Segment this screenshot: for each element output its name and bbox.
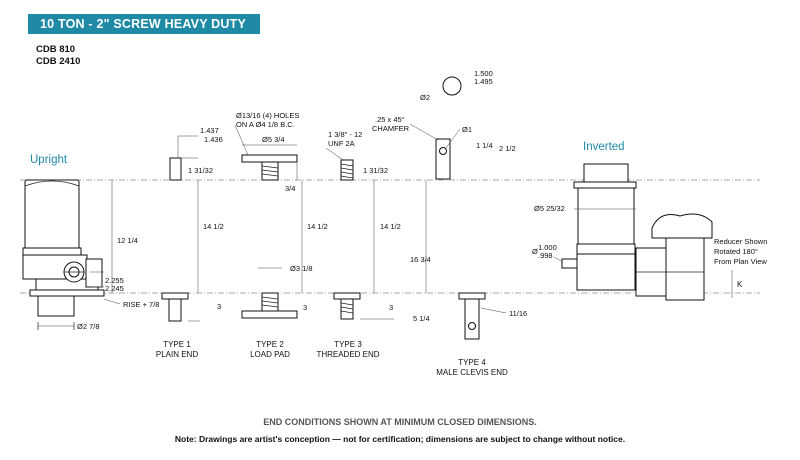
dim-shaft-dia-1: 1.000 (538, 243, 557, 252)
type2-name: LOAD PAD (250, 350, 290, 359)
type1-label: TYPE 1 (163, 340, 191, 349)
model-number-1: CDB 810 (36, 44, 76, 55)
dim-closed-16-3-4: 16 3/4 (410, 255, 431, 264)
dim-k: K (737, 280, 743, 289)
dim-base-2245: 2.245 (105, 284, 124, 293)
upright-view-title: Upright (30, 154, 68, 166)
type3-name: THREADED END (316, 350, 379, 359)
upright-actuator (22, 179, 105, 317)
dim-clevis-2-1-2: 2 1/2 (499, 144, 516, 153)
model-number-2: CDB 2410 (36, 56, 81, 67)
dim-closed-14-1-2-b: 14 1/2 (307, 222, 328, 231)
type4-label: TYPE 4 (458, 358, 486, 367)
dim-rise: RISE + 7/8 (123, 300, 159, 309)
closed-dimensions-note: END CONDITIONS SHOWN AT MINIMUM CLOSED D… (263, 417, 537, 427)
type3-label: TYPE 3 (334, 340, 362, 349)
dim-base-diameter: Ø2 7/8 (77, 322, 100, 331)
type4-clevis-end (435, 76, 486, 340)
inverted-actuator (561, 163, 713, 301)
dim-pad-3-4: 3/4 (285, 184, 295, 193)
dim-chamfer-2: CHAMFER (372, 124, 410, 133)
dim-clevis-hole: Ø1 (462, 125, 472, 134)
type1-name: PLAIN END (156, 350, 198, 359)
dim-clevis-5-1-4: 5 1/4 (413, 314, 430, 323)
dim-pin-dia-label: Ø2 (420, 93, 430, 102)
dim-holes-2: ON A Ø4 1/8 B.C. (236, 120, 295, 129)
type2-load-pad (241, 154, 298, 319)
dim-clevis-1-1-4: 1 1/4 (476, 141, 493, 150)
reducer-note-1: Reducer Shown (714, 237, 767, 246)
dim-thread-1: 1 3/8" - 12 (328, 130, 362, 139)
dim-pad-diameter: Ø5 3/4 (262, 135, 285, 144)
dim-end-3-b: 3 (303, 303, 307, 312)
dim-holes-1: Ø13/16 (4) HOLES (236, 111, 299, 120)
dim-end-3-a: 3 (217, 302, 221, 311)
page-title-banner: 10 TON - 2" SCREW HEAVY DUTY (28, 14, 260, 34)
disclaimer-note: Note: Drawings are artist's conception —… (174, 434, 626, 444)
type3-threaded-end (333, 159, 361, 320)
dim-base-2255: 2.255 (105, 276, 124, 285)
type4-name: MALE CLEVIS END (436, 368, 508, 377)
dim-pad-dia-bottom: Ø3 1/8 (290, 264, 313, 273)
dim-shaft-dia-label: Ø (532, 247, 538, 256)
dim-type1-1-31-32: 1 31/32 (188, 166, 213, 175)
dim-rod-dia-2: 1.436 (204, 135, 223, 144)
reducer-note-3: From Plan View (714, 257, 767, 266)
dim-shaft-dia-2: .998 (538, 251, 553, 260)
dim-closed-14-1-2-a: 14 1/2 (203, 222, 224, 231)
dim-pin-dia-1: 1.500 (474, 69, 493, 78)
type1-plain-end (161, 157, 189, 322)
dim-end-3-c: 3 (389, 303, 393, 312)
inverted-view-title: Inverted (583, 141, 625, 153)
type2-label: TYPE 2 (256, 340, 284, 349)
dim-thread-2: UNF 2A (328, 139, 355, 148)
reducer-note-2: Rotated 180° (714, 247, 758, 256)
dim-pin-dia-2: 1.495 (474, 77, 493, 86)
dim-closed-14-1-2-c: 14 1/2 (380, 222, 401, 231)
dim-chamfer-1: .25 x 45° (375, 115, 405, 124)
dim-clevis-11-16: 11/16 (509, 309, 527, 318)
dim-rod-dia: 1.437 (200, 126, 219, 135)
dim-closed-12-1-4: 12 1/4 (117, 236, 138, 245)
dim-housing-diameter: Ø5 25/32 (534, 204, 565, 213)
dim-type3-1-31-32: 1 31/32 (363, 166, 388, 175)
